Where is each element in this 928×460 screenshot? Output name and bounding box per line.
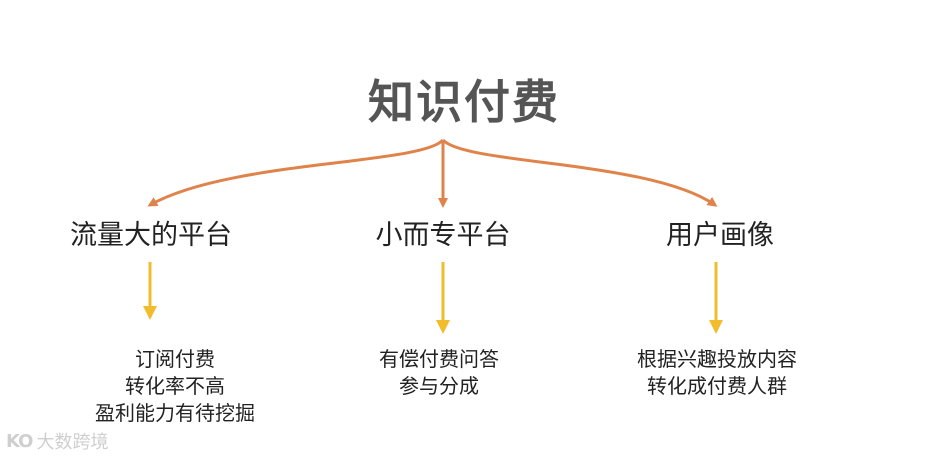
detail-item: 有偿付费问答 xyxy=(379,347,499,371)
detail-list-niche-platform: 有偿付费问答 参与分成 xyxy=(289,346,589,400)
root-title: 知识付费 xyxy=(368,75,560,129)
detail-list-user-profile: 根据兴趣投放内容 转化成付费人群 xyxy=(567,346,867,400)
branch-label-high-traffic: 流量大的平台 xyxy=(70,220,232,251)
detail-item: 转化率不高 xyxy=(125,374,225,398)
detail-item: 参与分成 xyxy=(399,374,479,398)
detail-item: 转化成付费人群 xyxy=(647,374,787,398)
detail-item: 订阅付费 xyxy=(135,347,215,371)
watermark: KO 大数跨境 xyxy=(6,428,108,454)
branch-label-user-profile: 用户画像 xyxy=(666,220,774,251)
watermark-logo-icon: KO xyxy=(6,430,33,452)
detail-item: 根据兴趣投放内容 xyxy=(637,347,797,371)
connector-right xyxy=(441,138,718,207)
detail-item: 盈利能力有待挖掘 xyxy=(95,401,255,425)
connector-left xyxy=(147,138,445,207)
detail-list-high-traffic: 订阅付费 转化率不高 盈利能力有待挖掘 xyxy=(25,346,325,427)
watermark-text: 大数跨境 xyxy=(36,432,109,453)
branch-label-niche-platform: 小而专平台 xyxy=(375,220,511,251)
